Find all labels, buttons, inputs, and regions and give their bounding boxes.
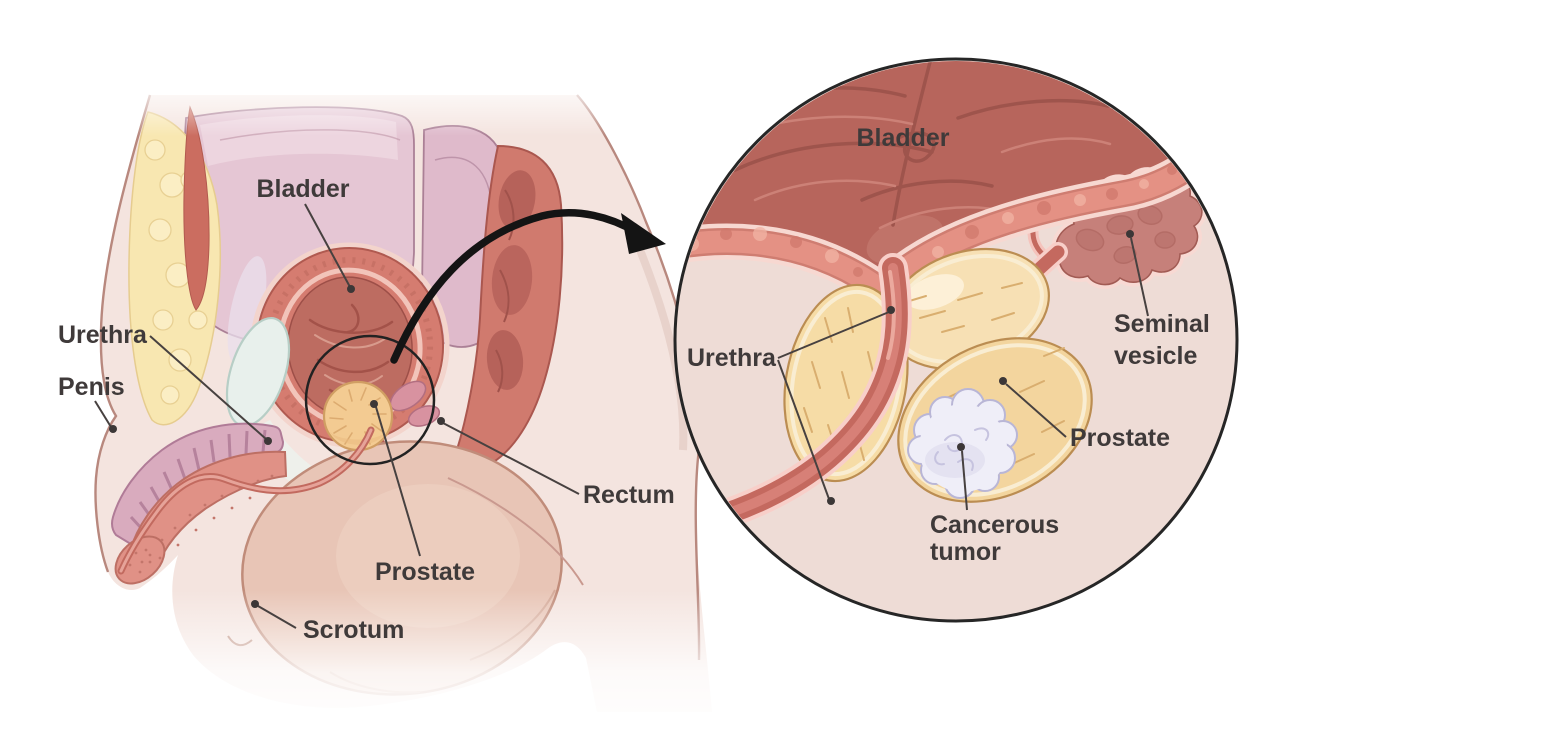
zoom-circle (304, 334, 436, 466)
bottom-fade (55, 590, 745, 740)
leader-prostate-inset (1005, 383, 1067, 438)
label-bladder-inset: Bladder (856, 124, 949, 152)
zoom-arrow (390, 209, 666, 364)
inset-urethra (677, 253, 912, 539)
penis-speckles (128, 474, 274, 574)
label-cancerous-tumor-line2: tumor (930, 538, 1001, 566)
leader-urethra-inset-lower (777, 359, 830, 500)
label-cancerous-tumor-line1: Cancerous (930, 511, 1059, 539)
leader-lines (94, 203, 1149, 629)
leader-rectum-main (442, 422, 580, 495)
leader-bladder-main (304, 203, 351, 288)
inset-wall-mottling (685, 165, 1177, 277)
leader-prostate-main (375, 406, 421, 557)
abdominal-wall (128, 105, 267, 426)
labels: Bladder Urethra Penis Prostate Scrotum R… (58, 124, 1210, 644)
leader-penis-main (94, 400, 112, 428)
label-penis-main: Penis (58, 373, 125, 401)
label-scrotum-main: Scrotum (303, 616, 404, 644)
prostate-shape (322, 380, 394, 452)
zoom-arrowhead (621, 213, 666, 254)
leader-urethra-main (149, 335, 267, 440)
leader-scrotum-main (257, 605, 297, 629)
abdominal-muscle (183, 105, 210, 311)
leader-urethra-inset-upper (777, 311, 890, 359)
label-seminal-vesicle-line1: Seminal (1114, 310, 1210, 338)
label-urethra-main: Urethra (58, 321, 148, 349)
urethra-path (117, 426, 375, 575)
label-urethra-inset: Urethra (687, 344, 777, 372)
front-edge-line (94, 94, 152, 573)
buttock-shade (636, 248, 688, 451)
leader-seminal-vesicle (1130, 237, 1149, 317)
gluteal-fold (447, 477, 584, 586)
fascia-streak (227, 256, 267, 364)
label-prostate-main: Prostate (375, 558, 475, 586)
glans (114, 535, 166, 585)
top-fade (70, 78, 730, 136)
label-seminal-vesicle-line2: vesicle (1114, 342, 1198, 370)
label-prostate-inset: Prostate (1070, 424, 1170, 452)
leader-cancerous-tumor (961, 450, 968, 511)
inset-ring (673, 57, 1239, 623)
label-bladder-main: Bladder (256, 175, 349, 203)
main-illustration (55, 78, 745, 740)
label-rectum-main: Rectum (583, 481, 675, 509)
